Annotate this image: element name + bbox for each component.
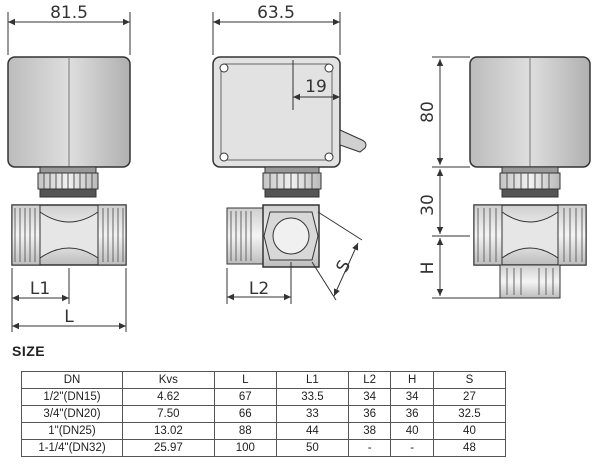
table-header-row: DN Kvs L L1 L2 H S xyxy=(21,371,507,389)
table-cell: 36 xyxy=(390,405,434,423)
column-header: L2 xyxy=(347,371,392,389)
column-header: S xyxy=(432,371,507,389)
table-cell: 36 xyxy=(347,405,392,423)
l2-label: L2 xyxy=(249,279,269,299)
side-offset-label: 19 xyxy=(305,77,327,97)
table-cell: 34 xyxy=(390,388,434,406)
table-cell: 25.97 xyxy=(122,439,215,457)
table-cell: 3/4"(DN20) xyxy=(21,405,123,423)
table-cell: 33 xyxy=(275,405,349,423)
table-cell: 38 xyxy=(347,422,392,440)
side-width-label: 63.5 xyxy=(257,3,295,23)
rear-body-height-label: H xyxy=(418,262,438,275)
table-cell: - xyxy=(390,439,434,457)
rear-nut xyxy=(499,172,561,190)
s-label: S xyxy=(333,257,356,276)
table-cell: 27 xyxy=(432,388,507,406)
rear-head-height-label: 80 xyxy=(418,101,438,123)
table-cell: 66 xyxy=(213,405,277,423)
table-cell: 100 xyxy=(213,439,277,457)
table-row: 1-1/4"(DN32) 25.97 100 50 - - 48 xyxy=(21,439,507,457)
table-cell: 40 xyxy=(390,422,434,440)
column-header: Kvs xyxy=(122,371,215,389)
column-header: L xyxy=(213,371,277,389)
valve-drawing: 81.5 L1 xyxy=(7,3,591,332)
size-table: DN Kvs L L1 L2 H S 1/2"(DN15) 4.62 67 33… xyxy=(21,371,507,457)
table-cell: 1"(DN25) xyxy=(21,422,123,440)
manual-lever xyxy=(339,129,367,153)
side-actuator-head xyxy=(212,56,341,168)
table-cell: 48 xyxy=(432,439,507,457)
table-cell: 32.5 xyxy=(432,405,507,423)
column-header: DN xyxy=(21,371,123,389)
table-cell: 67 xyxy=(213,388,277,406)
size-title: SIZE xyxy=(12,343,46,359)
table-row: 3/4"(DN20) 7.50 66 33 36 36 32.5 xyxy=(21,405,507,423)
rear-view: 80 30 H xyxy=(418,56,591,299)
table-row: 1"(DN25) 13.02 88 44 38 40 40 xyxy=(21,422,507,440)
column-header: L1 xyxy=(275,371,349,389)
table-cell: 1-1/4"(DN32) xyxy=(21,439,123,457)
table-cell: - xyxy=(347,439,392,457)
table-cell: 1/2"(DN15) xyxy=(21,388,123,406)
rear-neck-height-label: 30 xyxy=(418,194,438,216)
front-view: 81.5 L1 xyxy=(7,3,131,332)
l1-label: L1 xyxy=(30,279,50,299)
table-cell: 44 xyxy=(275,422,349,440)
table-cell: 88 xyxy=(213,422,277,440)
table-row: 1/2"(DN15) 4.62 67 33.5 34 34 27 xyxy=(21,388,507,406)
table-cell: 50 xyxy=(275,439,349,457)
table-cell: 7.50 xyxy=(122,405,215,423)
side-view: 63.5 19 xyxy=(212,3,367,304)
table-cell: 4.62 xyxy=(122,388,215,406)
front-width-label: 81.5 xyxy=(50,3,88,23)
table-cell: 34 xyxy=(347,388,392,406)
column-header: H xyxy=(390,371,434,389)
l-label: L xyxy=(64,307,74,327)
table-cell: 40 xyxy=(432,422,507,440)
table-cell: 33.5 xyxy=(275,388,349,406)
table-cell: 13.02 xyxy=(122,422,215,440)
